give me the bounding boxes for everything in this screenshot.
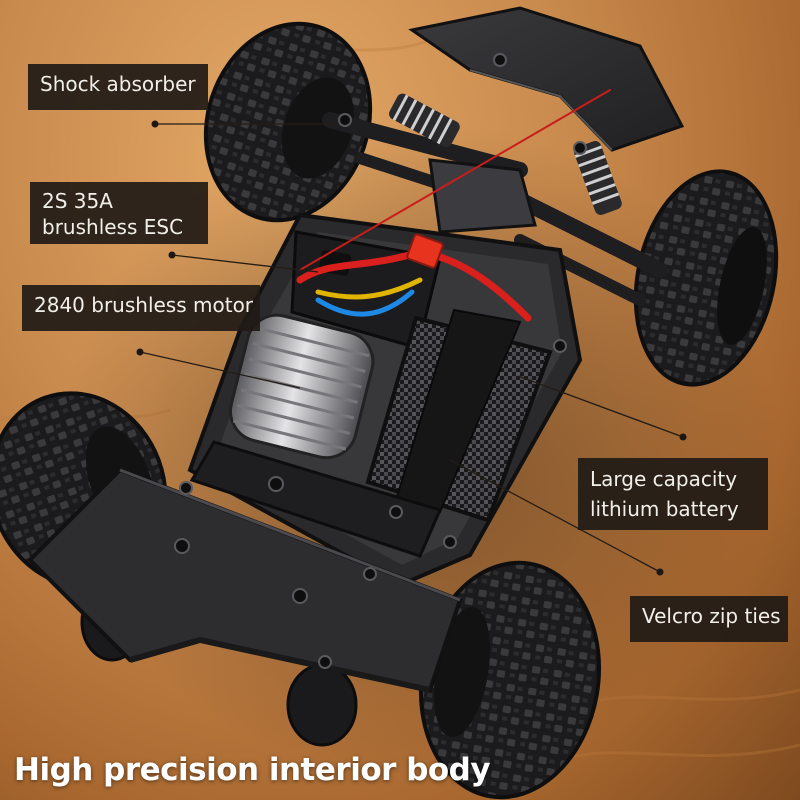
esc-label-line-1: 2S 35A: [42, 189, 113, 213]
battery-label-line-1: Large capacity: [590, 467, 738, 491]
motor-label-text: 2840 brushless motor: [34, 293, 254, 317]
esc-label: 2S 35A brushless ESC: [30, 182, 208, 244]
shock-absorber: [389, 93, 622, 215]
brushless-motor: [228, 313, 375, 460]
callout-leaders: [136, 120, 687, 576]
esc-label-line-2: brushless ESC: [42, 215, 184, 239]
front-left-tire: [203, 21, 373, 223]
battery-label-line-2: lithium battery: [590, 497, 739, 521]
rear-frame: [189, 440, 443, 558]
front-right-tire: [633, 169, 779, 387]
screws: [174, 53, 587, 669]
battery-label: Large capacity lithium battery: [578, 458, 768, 530]
caption-title: High precision interior body: [14, 752, 491, 788]
lithium-battery: [365, 308, 553, 523]
front-gearbox: [428, 158, 537, 234]
velcro-label: Velcro zip ties: [630, 596, 788, 642]
motor-label: 2840 brushless motor: [22, 285, 260, 331]
velcro-label-text: Velcro zip ties: [642, 604, 781, 628]
shock-absorber-label-text: Shock absorber: [40, 72, 196, 96]
rear-right-tire: [418, 560, 602, 800]
shock-absorber-label: Shock absorber: [28, 64, 208, 110]
battery-connector: [406, 233, 444, 269]
